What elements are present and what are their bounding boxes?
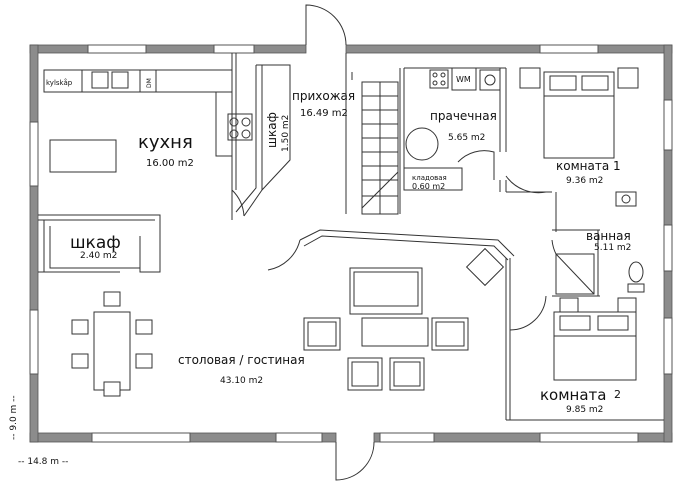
hall-closet-area: 1.50 m2 xyxy=(281,115,291,152)
hall-closet-name: шкаф xyxy=(265,112,279,148)
living-area: 43.10 m2 xyxy=(220,376,263,386)
living-set xyxy=(303,247,505,391)
storage-area: 0.60 m2 xyxy=(412,182,445,191)
laundry-fixtures xyxy=(405,67,501,161)
hall-area: 16.49 m2 xyxy=(300,108,348,119)
living-name: столовая / гостиная xyxy=(178,353,305,367)
bath-name: ванная xyxy=(586,229,631,243)
fridge-label: kylskåp xyxy=(46,78,73,87)
closet-name: шкаф xyxy=(70,233,121,253)
kitchen-furniture xyxy=(43,69,253,173)
bedroom2-area: 9.85 m2 xyxy=(566,405,603,415)
hall-name: прихожая xyxy=(292,89,355,103)
bath-fixtures xyxy=(555,253,645,295)
dining-set xyxy=(71,291,153,397)
kitchen-name: кухня xyxy=(138,132,193,153)
height-dimension: -- 9.0 m -- xyxy=(9,395,19,440)
bedroom1-furniture xyxy=(519,67,639,207)
dishwasher-label: DM xyxy=(146,78,153,88)
staircase xyxy=(351,72,399,215)
laundry-area: 5.65 m2 xyxy=(448,133,485,143)
width-dimension: -- 14.8 m -- xyxy=(18,457,68,467)
storage-name: кладовая xyxy=(412,174,447,182)
laundry-name: прачечная xyxy=(430,109,497,123)
bath-area: 5.11 m2 xyxy=(594,243,631,253)
bedroom1-name: комната 1 xyxy=(556,159,621,173)
kitchen-area: 16.00 m2 xyxy=(146,158,194,169)
bedroom2-number: 2 xyxy=(614,388,621,401)
bedroom1-area: 9.36 m2 xyxy=(566,176,603,186)
washer-label: WM xyxy=(456,75,471,84)
bedroom2-furniture xyxy=(553,297,637,381)
doors xyxy=(231,4,593,481)
bedroom2-name: комната xyxy=(540,386,606,404)
windows xyxy=(29,44,673,443)
closet-area: 2.40 m2 xyxy=(80,251,117,261)
